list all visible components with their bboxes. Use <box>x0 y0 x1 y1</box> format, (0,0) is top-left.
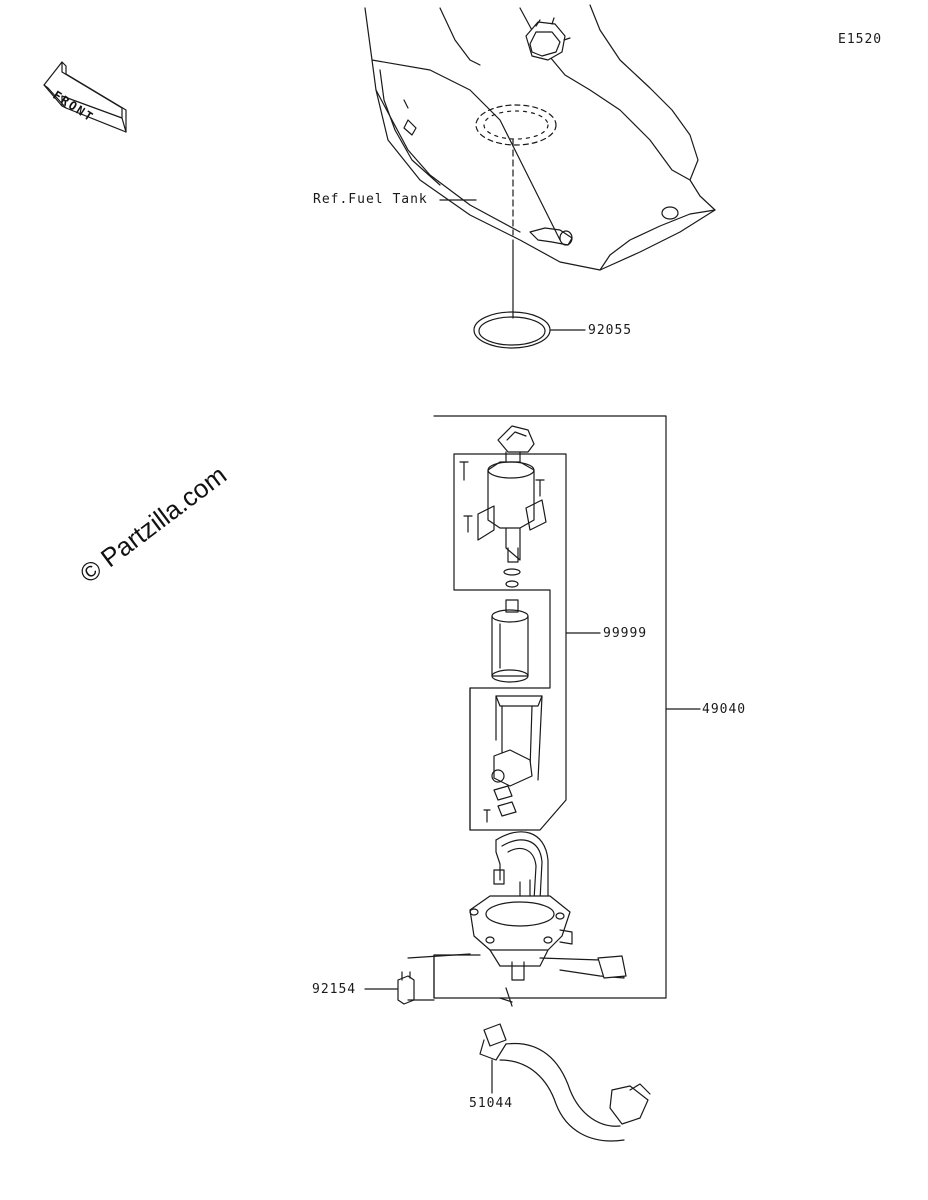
assembly-box-49040 <box>433 415 667 999</box>
callout-92055: 92055 <box>588 323 633 338</box>
callout-49040: 49040 <box>702 702 747 717</box>
o-ring-92055 <box>473 311 551 349</box>
bolt-guide-line <box>407 953 471 1001</box>
pump-frame-bracket <box>483 695 543 823</box>
callout-ref-fuel-tank: Ref.Fuel Tank <box>313 192 428 207</box>
callout-51044: 51044 <box>469 1096 514 1111</box>
fuel-pump-motor <box>491 599 529 683</box>
callout-92154: 92154 <box>312 982 357 997</box>
small-o-ring <box>503 568 521 576</box>
small-o-ring <box>505 580 519 588</box>
callout-99999: 99999 <box>603 626 648 641</box>
fuel-hose-51044 <box>479 987 651 1142</box>
pump-top-housing <box>459 425 547 563</box>
pump-base-flange <box>469 831 627 981</box>
fuel-tank <box>364 4 716 271</box>
front-arrow-icon <box>43 61 127 133</box>
bolt-92154 <box>397 971 415 1005</box>
diagram-code: E1520 <box>838 32 883 47</box>
